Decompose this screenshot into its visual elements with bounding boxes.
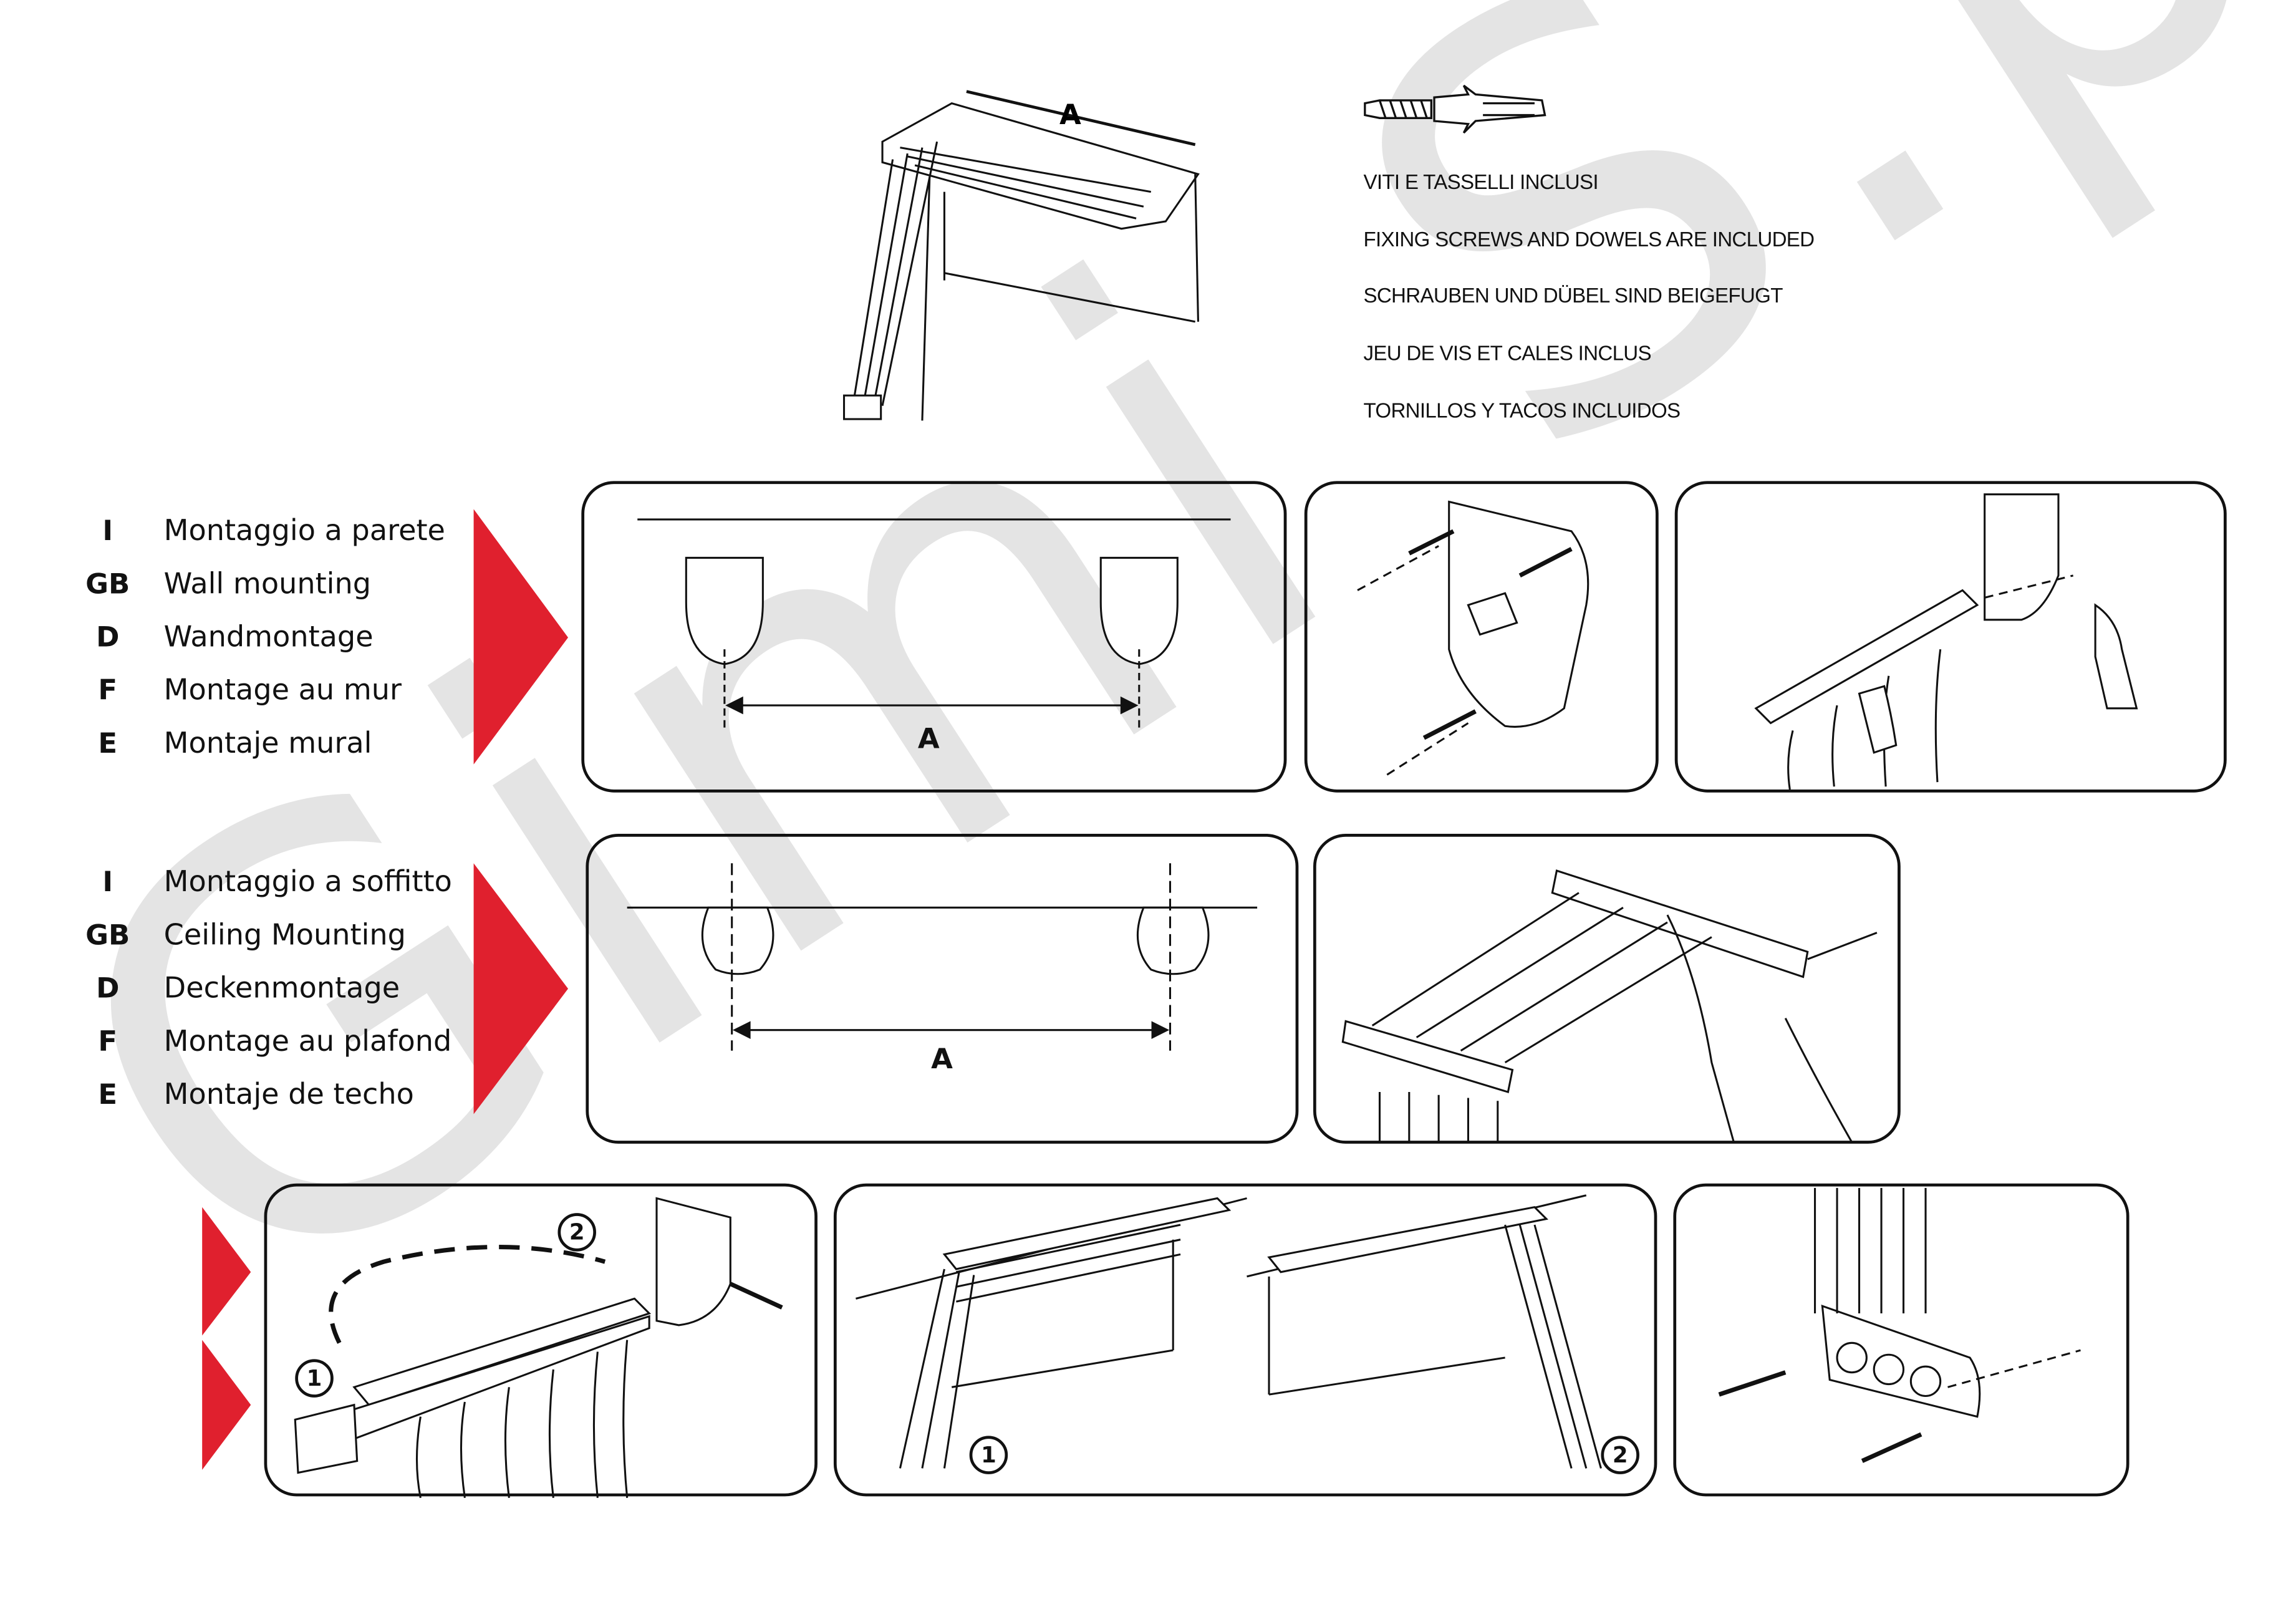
panel-cord-cleat <box>1673 1183 2130 1497</box>
panel-ceiling-install <box>1313 833 1901 1144</box>
overview-dimension-a: A <box>1059 98 1081 131</box>
panel-bar-insert <box>264 1183 818 1497</box>
lang-code: F <box>98 674 118 707</box>
included-note-it: VITI E TASSELLI INCLUSI <box>1363 170 1598 193</box>
panel-wall-spacing <box>581 481 1287 793</box>
lang-label: Wandmontage <box>163 619 374 654</box>
included-note-en: FIXING SCREWS AND DOWELS ARE INCLUDED <box>1363 227 1815 251</box>
panel-raise-lower <box>833 1183 1657 1497</box>
step-arrow-icon <box>202 1207 251 1336</box>
lang-label: Ceiling Mounting <box>163 917 406 952</box>
lang-code: F <box>98 1025 118 1058</box>
panel-wall-bracket-screws <box>1304 481 1659 793</box>
lang-label: Montaggio a parete <box>163 513 445 548</box>
wall-arrow-icon <box>473 509 569 765</box>
lang-label: Wall mounting <box>163 566 372 601</box>
ceiling-arrow-icon <box>473 863 569 1114</box>
step-1-badge: 1 <box>295 1359 334 1398</box>
lang-label: Montaje de techo <box>163 1077 414 1111</box>
included-note-de: SCHRAUBEN UND DÜBEL SIND BEIGEFUGT <box>1363 283 1783 307</box>
ceiling-dimension-a: A <box>931 1043 953 1076</box>
included-note-es: TORNILLOS Y TACOS INCLUIDOS <box>1363 398 1681 422</box>
lang-label: Montage au plafond <box>163 1024 452 1058</box>
lang-code: D <box>96 621 120 654</box>
lang-code: E <box>98 727 118 760</box>
panel-ceiling-spacing <box>586 833 1299 1144</box>
lang-code: E <box>98 1078 118 1111</box>
lang-code: I <box>102 514 113 548</box>
step-2-badge: 2 <box>557 1213 596 1252</box>
lang-label: Montaggio a soffitto <box>163 864 452 899</box>
lang-code: D <box>96 972 120 1005</box>
screw-dowel-icon <box>1364 84 1546 134</box>
panel-wall-bar-attach <box>1674 481 2227 793</box>
lang-label: Deckenmontage <box>163 971 400 1005</box>
included-note-fr: JEU DE VIS ET CALES INCLUS <box>1363 341 1651 365</box>
lang-code: GB <box>85 568 130 601</box>
lang-label: Montaje mural <box>163 726 372 760</box>
lang-code: I <box>102 866 113 899</box>
lower-step-2-badge: 2 <box>1601 1436 1639 1474</box>
lang-label: Montage au mur <box>163 673 402 707</box>
raise-step-1-badge: 1 <box>969 1436 1008 1474</box>
step-arrow-icon <box>202 1340 251 1470</box>
lang-code: GB <box>85 919 130 952</box>
wall-dimension-a: A <box>917 723 940 756</box>
